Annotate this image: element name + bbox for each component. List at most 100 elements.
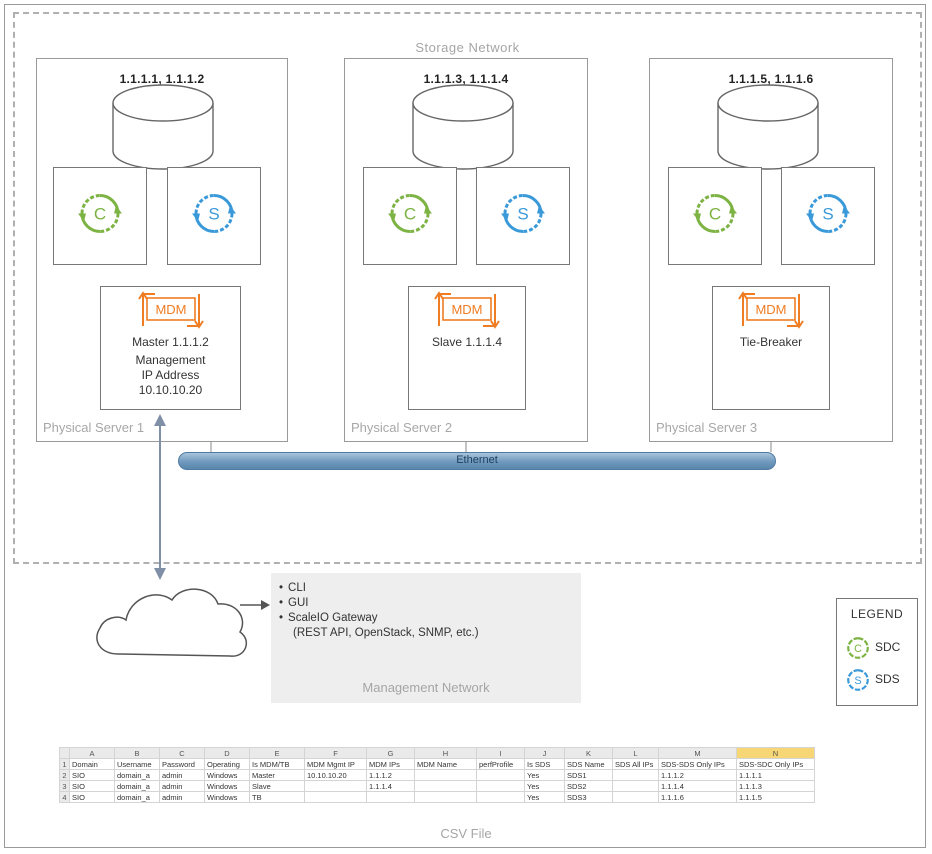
table-cell[interactable]: Windows [204,791,250,803]
column-header[interactable]: H [414,747,477,759]
column-header[interactable]: M [658,747,737,759]
table-cell[interactable]: domain_a [114,780,160,792]
table-cell[interactable]: Yes [524,780,565,792]
mdm-role: Tie-Breaker [739,335,803,349]
table-cell[interactable]: 1.1.1.2 [658,769,737,781]
management-tools-list: CLI GUI ScaleIO Gateway (REST API, OpenS… [279,581,479,641]
table-cell[interactable] [366,791,415,803]
table-cell[interactable]: SDS2 [564,780,613,792]
sdc-icon: C [691,190,739,243]
management-ip-text: Management IP Address 10.10.10.20 [135,353,206,397]
column-header[interactable]: B [114,747,160,759]
table-cell[interactable]: 10.10.10.20 [304,769,367,781]
table-cell[interactable] [414,769,477,781]
server-label: Physical Server 2 [351,420,453,435]
table-cell[interactable]: Is MDM/TB [249,758,305,770]
table-cell[interactable]: Domain [69,758,115,770]
column-header[interactable]: J [524,747,565,759]
storage-disk-icon [112,84,214,170]
table-cell[interactable]: domain_a [114,791,160,803]
corner-cell [59,747,70,759]
column-header[interactable]: K [564,747,613,759]
column-header[interactable]: A [69,747,115,759]
table-cell[interactable] [476,780,525,792]
table-cell[interactable]: SIO [69,769,115,781]
table-cell[interactable]: Slave [249,780,305,792]
column-header[interactable]: I [476,747,525,759]
table-cell[interactable]: SDS1 [564,769,613,781]
mdm-icon: MDM [434,291,500,329]
storage-disk-icon [717,84,819,170]
table-cell[interactable]: TB [249,791,305,803]
table-cell[interactable]: admin [159,769,205,781]
table-cell[interactable]: Password [159,758,205,770]
gateway-detail: (REST API, OpenStack, SNMP, etc.) [293,627,479,639]
row-number[interactable]: 3 [59,780,70,792]
sds-icon: S [190,190,238,243]
table-cell[interactable] [476,791,525,803]
figure-frame [4,4,926,848]
table-cell[interactable]: SDS-SDS Only IPs [658,758,737,770]
sdc-box: C [363,167,457,265]
table-cell[interactable]: 1.1.1.3 [736,780,815,792]
table-cell[interactable]: Windows [204,780,250,792]
sds-icon: S [804,190,852,243]
table-cell[interactable]: SIO [69,791,115,803]
table-cell[interactable] [304,791,367,803]
table-cell[interactable]: SIO [69,780,115,792]
column-header[interactable]: C [159,747,205,759]
table-cell[interactable] [414,791,477,803]
table-cell[interactable]: SDS3 [564,791,613,803]
table-cell[interactable]: Yes [524,791,565,803]
table-cell[interactable]: admin [159,780,205,792]
table-cell[interactable] [612,791,659,803]
table-cell[interactable]: MDM Name [414,758,477,770]
table-cell[interactable]: 1.1.1.6 [658,791,737,803]
table-cell[interactable]: Is SDS [524,758,565,770]
column-header[interactable]: F [304,747,367,759]
table-cell[interactable] [476,769,525,781]
table-cell[interactable]: Operating [204,758,250,770]
physical-server-3: 1.1.1.5, 1.1.1.6 C [649,58,893,442]
table-cell[interactable]: Yes [524,769,565,781]
table-cell[interactable]: SDS All IPs [612,758,659,770]
table-cell[interactable]: 1.1.1.1 [736,769,815,781]
table-cell[interactable]: MDM Mgmt IP [304,758,367,770]
table-cell[interactable]: 1.1.1.4 [366,780,415,792]
list-item: GUI [279,596,479,611]
table-cell[interactable] [612,769,659,781]
sds-box: S [781,167,875,265]
table-cell[interactable]: Windows [204,769,250,781]
table-cell[interactable]: Master [249,769,305,781]
table-cell[interactable]: 1.1.1.4 [658,780,737,792]
table-cell[interactable]: MDM IPs [366,758,415,770]
cloud-icon [96,588,248,657]
mdm-box: MDM Master 1.1.1.2 Management IP Address… [100,286,241,410]
table-cell[interactable] [304,780,367,792]
table-cell[interactable] [414,780,477,792]
table-cell[interactable]: 1.1.1.5 [736,791,815,803]
table-cell[interactable] [612,780,659,792]
column-header[interactable]: D [204,747,250,759]
row-number[interactable]: 1 [59,758,70,770]
table-cell[interactable]: SDS-SDC Only IPs [736,758,815,770]
table-cell[interactable]: admin [159,791,205,803]
column-header[interactable]: L [612,747,659,759]
svg-text:S: S [854,675,861,687]
storage-network-title: Storage Network [415,40,520,55]
column-header[interactable]: E [249,747,305,759]
table-cell[interactable]: perfProfile [476,758,525,770]
column-header-selected[interactable]: N [736,747,815,759]
table-cell[interactable]: SDS Name [564,758,613,770]
table-cell[interactable]: 1.1.1.2 [366,769,415,781]
table-cell[interactable]: Username [114,758,160,770]
table-cell[interactable]: domain_a [114,769,160,781]
legend-title: LEGEND [850,607,904,621]
server-ips: 1.1.1.1, 1.1.1.2 [119,72,205,86]
legend-label: SDC [875,640,901,654]
column-header[interactable]: G [366,747,415,759]
row-number[interactable]: 4 [59,791,70,803]
row-number[interactable]: 2 [59,769,70,781]
